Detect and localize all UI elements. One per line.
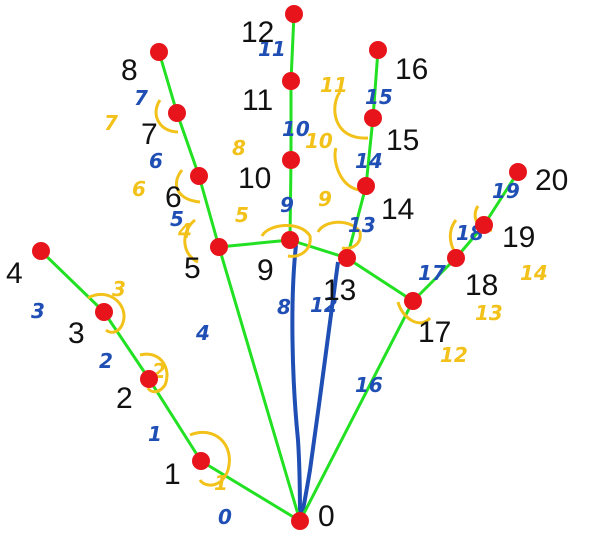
landmark-label-2: 2 xyxy=(116,382,133,415)
joint-1 xyxy=(192,452,210,470)
segment-annotation: 9 xyxy=(280,193,294,217)
joint-8 xyxy=(150,43,168,61)
joint-7 xyxy=(168,104,186,122)
bone-15-16 xyxy=(371,49,380,119)
angle-annotation: 1 xyxy=(214,471,228,495)
segment-annotation: 3 xyxy=(31,299,45,323)
bone-13-14 xyxy=(345,185,368,259)
joint-10 xyxy=(282,151,300,169)
joint-12 xyxy=(285,5,303,23)
angle-annotation: 10 xyxy=(305,129,333,153)
bone-3-4 xyxy=(39,249,106,314)
joint-3 xyxy=(95,303,113,321)
landmark-label-3: 3 xyxy=(68,317,85,350)
landmark-label-15: 15 xyxy=(386,124,419,157)
joint-9 xyxy=(281,231,299,249)
bone-5-9 xyxy=(218,238,291,249)
segment-annotation: 14 xyxy=(355,149,383,173)
landmark-label-17: 17 xyxy=(418,316,451,349)
segment-annotation: 1 xyxy=(148,422,162,446)
joint-4 xyxy=(32,242,50,260)
landmark-label-8: 8 xyxy=(121,54,138,87)
landmark-label-1: 1 xyxy=(164,458,181,491)
bone-connections xyxy=(39,13,520,523)
segment-annotation: 16 xyxy=(355,373,383,397)
angle-annotation: 3 xyxy=(112,277,126,301)
bone-13-17 xyxy=(346,256,414,303)
joint-19 xyxy=(475,216,493,234)
segment-annotation: 6 xyxy=(149,149,163,173)
landmark-label-7: 7 xyxy=(141,118,158,151)
landmark-label-13: 13 xyxy=(323,274,356,307)
segment-annotation: 12 xyxy=(310,293,338,317)
angle-annotation: 5 xyxy=(235,203,249,227)
joint-5 xyxy=(210,238,228,256)
joint-18 xyxy=(447,249,465,267)
segment-annotation: 19 xyxy=(492,179,520,203)
landmark-label-5: 5 xyxy=(184,252,201,285)
joint-16 xyxy=(369,41,387,59)
angle-annotation: 11 xyxy=(320,73,348,97)
joint-14 xyxy=(357,177,375,195)
landmark-label-18: 18 xyxy=(465,269,498,302)
bone-17-18 xyxy=(411,256,458,303)
landmark-label-20: 20 xyxy=(535,164,568,197)
bone-9-13 xyxy=(289,238,348,260)
angle-annotation: 8 xyxy=(232,136,246,160)
angle-annotation: 4 xyxy=(177,219,192,243)
bone-14-15 xyxy=(364,117,375,187)
joint-markers xyxy=(32,5,527,530)
segment-annotation: 17 xyxy=(418,261,446,285)
joint-0 xyxy=(291,512,309,530)
segment-annotation: 7 xyxy=(134,86,148,110)
segment-annotation: 2 xyxy=(99,349,113,373)
segment-annotation: 13 xyxy=(348,213,376,237)
bone-6-7 xyxy=(175,112,201,177)
landmark-label-6: 6 xyxy=(165,181,182,214)
joint-2 xyxy=(140,370,158,388)
landmark-label-10: 10 xyxy=(238,162,271,195)
angle-annotation: 6 xyxy=(132,177,146,201)
landmark-label-9: 9 xyxy=(257,254,274,287)
landmark-label-0: 0 xyxy=(318,500,335,533)
angle-annotation: 12 xyxy=(440,343,468,367)
landmark-label-16: 16 xyxy=(395,53,428,86)
angle-annotation: 13 xyxy=(475,301,503,325)
landmark-label-4: 4 xyxy=(6,257,23,290)
segment-annotation: 0 xyxy=(218,505,232,529)
landmark-label-12: 12 xyxy=(241,16,274,49)
bone-7-8 xyxy=(157,51,179,114)
angle-annotation: 14 xyxy=(520,261,548,285)
joint-17 xyxy=(404,292,422,310)
landmark-label-19: 19 xyxy=(502,221,535,254)
bone-0-5 xyxy=(217,246,302,522)
handwritten-annotations: 0123456789101112131415161718191234567891… xyxy=(31,37,548,529)
joint-20 xyxy=(509,163,527,181)
bone-0-17 xyxy=(298,300,415,522)
angle-annotation: 9 xyxy=(318,187,332,211)
landmark-label-11: 11 xyxy=(242,84,273,117)
bone-11-12 xyxy=(289,13,296,82)
segment-annotation: 11 xyxy=(258,37,286,61)
bone-0-1 xyxy=(200,459,301,523)
landmark-label-14: 14 xyxy=(381,193,414,226)
segment-annotation: 4 xyxy=(195,321,210,345)
segment-annotation: 15 xyxy=(365,85,393,109)
joint-6 xyxy=(190,167,208,185)
bone-5-6 xyxy=(197,175,221,248)
bone-19-20 xyxy=(482,171,520,226)
bone-2-3 xyxy=(102,311,151,380)
segment-annotation: 10 xyxy=(282,117,310,141)
handwritten-bone-strokes xyxy=(290,244,340,521)
angle-annotation: 7 xyxy=(104,111,118,135)
joint-15 xyxy=(364,109,382,127)
segment-annotation: 8 xyxy=(277,295,291,319)
joint-11 xyxy=(282,72,300,90)
segment-annotation: 5 xyxy=(170,207,184,231)
joint-13 xyxy=(338,249,356,267)
